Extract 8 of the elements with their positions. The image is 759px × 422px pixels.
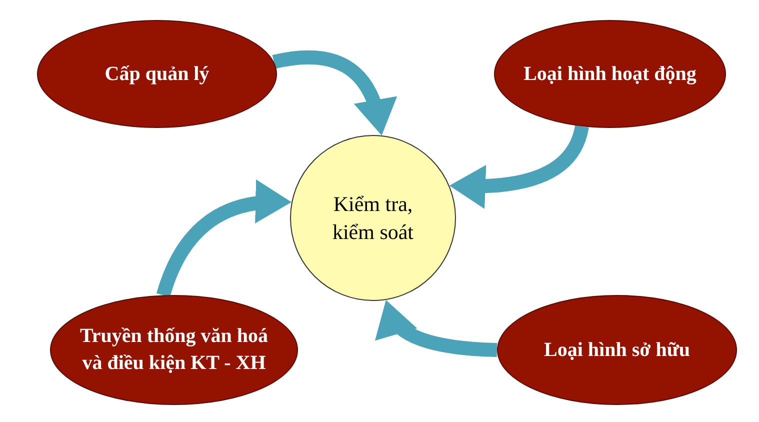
- center-label: Kiểm tra, kiểm soát: [331, 191, 415, 246]
- curved-arrow: [272, 50, 396, 136]
- curved-arrow: [156, 180, 292, 298]
- factor-label: Loại hình hoạt động: [524, 62, 696, 86]
- factor-label: Truyền thống văn hoá và điều kiện KT - XH: [78, 324, 269, 376]
- curved-arrow: [378, 300, 498, 357]
- factor-label: Cấp quản lý: [104, 62, 210, 86]
- factor-label: Loại hình sở hữu: [544, 338, 690, 362]
